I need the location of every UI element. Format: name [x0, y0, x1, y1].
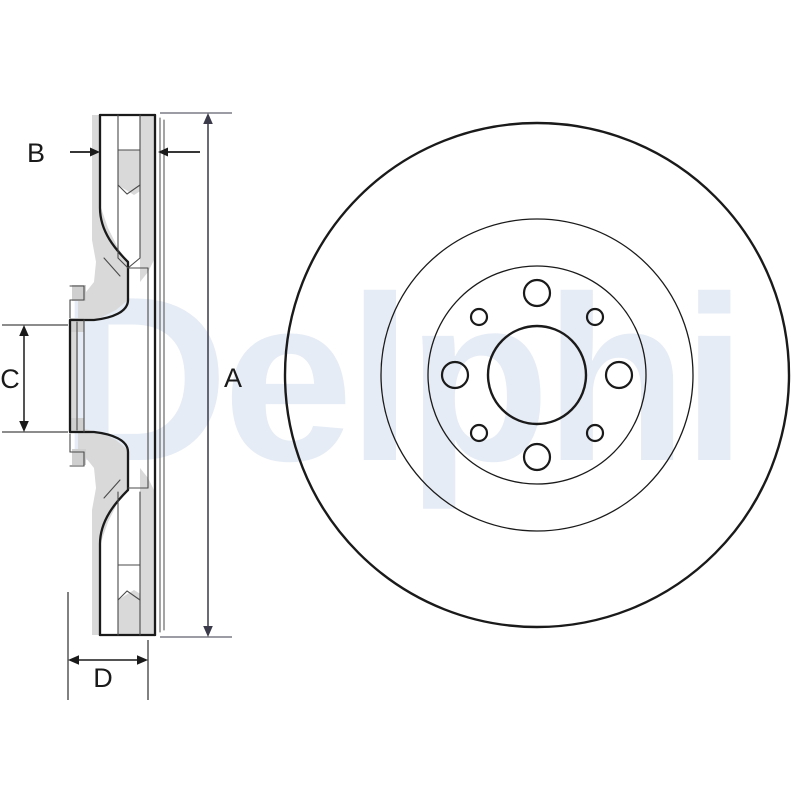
bolt-hole: [440, 360, 470, 390]
cross-section-view: [68, 113, 165, 637]
dimension-a: A: [160, 112, 242, 638]
watermark-text: Delphi: [59, 247, 741, 510]
bolt-hole: [604, 360, 634, 390]
centre-bore-circle: [486, 324, 588, 426]
section-body-shading: [70, 115, 155, 635]
dimension-d-label: D: [93, 663, 113, 693]
friction-ring-inner-circle: [380, 218, 694, 532]
face-view: [283, 121, 791, 629]
bolt-hole: [522, 278, 552, 308]
delphi-watermark: Delphi: [59, 247, 747, 510]
outer-rim-circle: [283, 121, 791, 629]
dimension-a-label: A: [224, 363, 242, 393]
cooling-vane-detail: [69, 114, 149, 636]
bolt-hole: [522, 442, 552, 472]
section-outline: [68, 113, 157, 637]
locator-hole: [469, 423, 489, 443]
dimension-b: B: [27, 138, 200, 168]
locator-hole: [469, 307, 489, 327]
dimension-c: C: [0, 324, 68, 433]
dimension-b-label: B: [27, 138, 45, 168]
dimension-d: D: [67, 592, 149, 700]
dimension-c-label: C: [0, 364, 20, 394]
locator-hole: [585, 307, 605, 327]
locator-hole: [585, 423, 605, 443]
hat-outer-circle: [427, 265, 647, 485]
section-face-lines: [159, 117, 165, 633]
